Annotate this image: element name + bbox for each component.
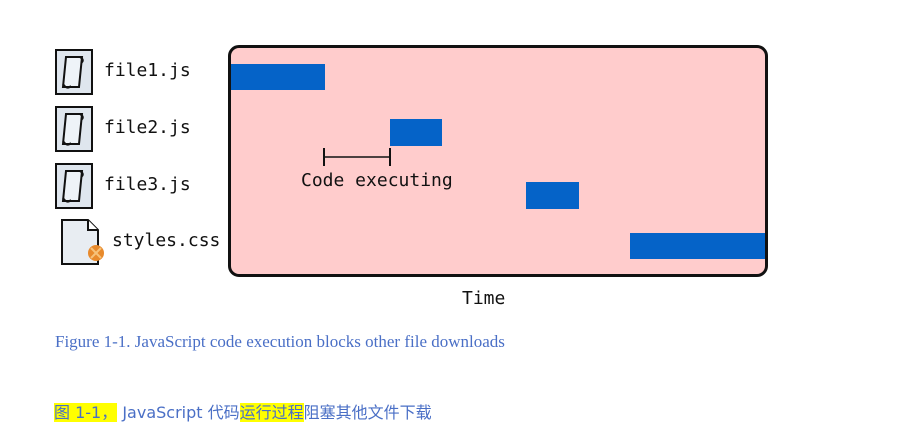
file-name: styles.css	[112, 230, 221, 251]
file-item-file3: file3.js	[54, 162, 191, 210]
script-file-icon	[55, 163, 93, 209]
timeline-panel: Code executing	[228, 45, 768, 277]
duration-marker	[323, 148, 391, 166]
file-item-file2: file2.js	[54, 105, 191, 153]
execution-bar-styles	[630, 233, 765, 259]
figure-caption-chinese: 图 1-1， JavaScript 代码运行过程阻塞其他文件下载	[54, 399, 432, 423]
execution-bar-file3	[526, 182, 579, 209]
code-executing-label: Code executing	[301, 170, 453, 191]
file-item-file1: file1.js	[54, 48, 191, 96]
file-item-styles: styles.css	[54, 218, 220, 266]
time-axis-label: Time	[462, 288, 506, 309]
execution-bar-file2	[390, 119, 442, 146]
file-name: file3.js	[104, 174, 191, 195]
script-file-icon	[55, 49, 93, 95]
caption-part: 运行过程	[239, 403, 304, 422]
figure-caption-english: Figure 1-1. JavaScript code execution bl…	[55, 332, 505, 351]
caption-part: 图 1-1，	[54, 403, 118, 422]
caption-part: JavaScript 代码	[117, 403, 240, 422]
file-name: file1.js	[104, 60, 191, 81]
stylesheet-file-icon	[61, 219, 104, 265]
script-file-icon	[55, 106, 93, 152]
file-name: file2.js	[104, 117, 191, 138]
caption-part: 阻塞其他文件下载	[303, 403, 432, 422]
execution-bar-file1	[231, 64, 325, 90]
